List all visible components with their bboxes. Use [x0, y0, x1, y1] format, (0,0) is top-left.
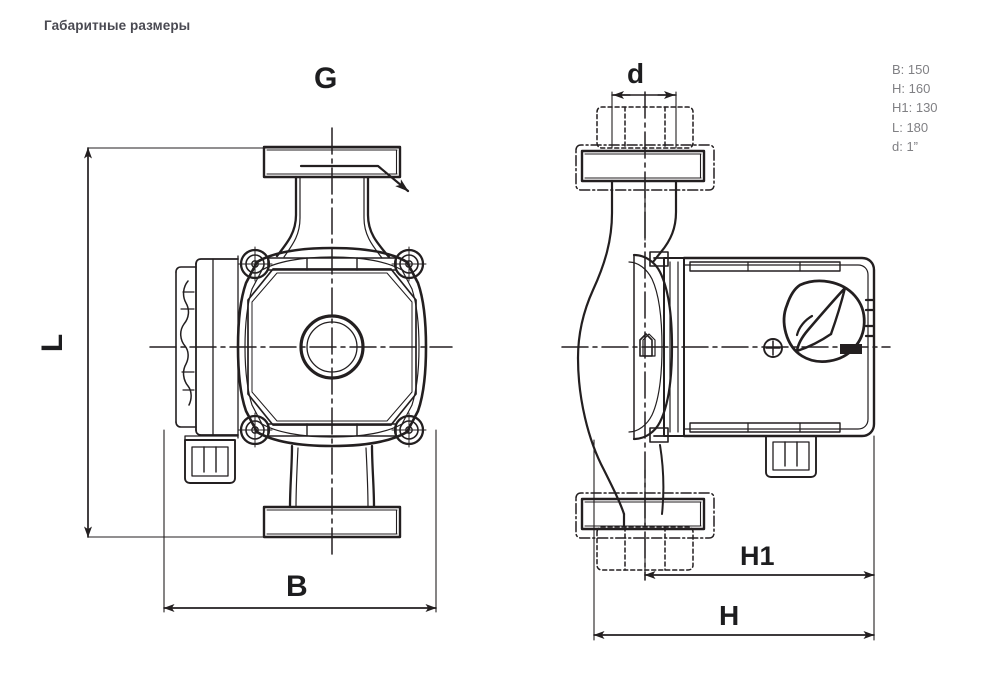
side-view-geometry [561, 91, 891, 581]
side-top-nut-lower-phantom [611, 180, 677, 191]
specification-list: B: 150 H: 160 H1: 130 L: 180 d: 1” [892, 60, 938, 156]
spec-row-H: H: 160 [892, 81, 931, 97]
dimension-label-H: H [719, 600, 740, 631]
dimension-H [593, 439, 875, 641]
front-view-geometry [149, 127, 453, 557]
front-lower-neck [288, 444, 376, 509]
page-title: Габаритные размеры [44, 18, 191, 33]
side-bottom-flange-phantom [575, 492, 715, 539]
dimension-L [84, 147, 401, 538]
side-top-flange [580, 149, 706, 183]
front-bolt-bosses [237, 246, 427, 448]
front-upper-neck [275, 175, 391, 259]
bolt-boss-bottom-right [391, 412, 427, 448]
side-view-dimensions [593, 91, 875, 641]
side-housing-emboss [639, 333, 656, 357]
side-top-flange-phantom [575, 144, 715, 191]
side-motor-block [649, 251, 685, 443]
spec-row-H1: H1: 130 [892, 100, 938, 116]
spec-row-B: B: 150 [892, 62, 930, 77]
side-outlet-pipe [622, 444, 665, 528]
dimension-label-B: B [286, 570, 308, 603]
bolt-boss-bottom-left [237, 412, 273, 448]
side-indicator-screw [763, 338, 783, 358]
front-motor-flange-plate [247, 268, 417, 426]
side-cable-gland [765, 435, 817, 478]
dimension-d [611, 91, 677, 149]
side-top-union-phantom [596, 106, 694, 149]
dimension-label-d: d [627, 58, 645, 89]
front-view-dimensions [84, 147, 437, 613]
bolt-boss-top-left [237, 246, 273, 282]
front-cable-gland [184, 435, 239, 484]
spec-row-L: L: 180 [892, 119, 929, 135]
dimension-label-H1: H1 [740, 541, 775, 571]
dimension-H1 [644, 435, 875, 581]
bolt-boss-top-right [391, 246, 427, 282]
side-bottom-union-phantom [596, 526, 694, 571]
side-bottom-flange [580, 497, 706, 531]
dimension-label-G: G [314, 62, 338, 95]
side-speed-selector-knob [782, 279, 866, 363]
dimension-leader-G [299, 164, 410, 193]
dimension-label-L: L [36, 333, 70, 353]
front-centerlines [149, 127, 453, 557]
side-centerlines [561, 91, 891, 581]
dimension-B [163, 429, 437, 613]
spec-row-d: d: 1” [892, 138, 919, 154]
